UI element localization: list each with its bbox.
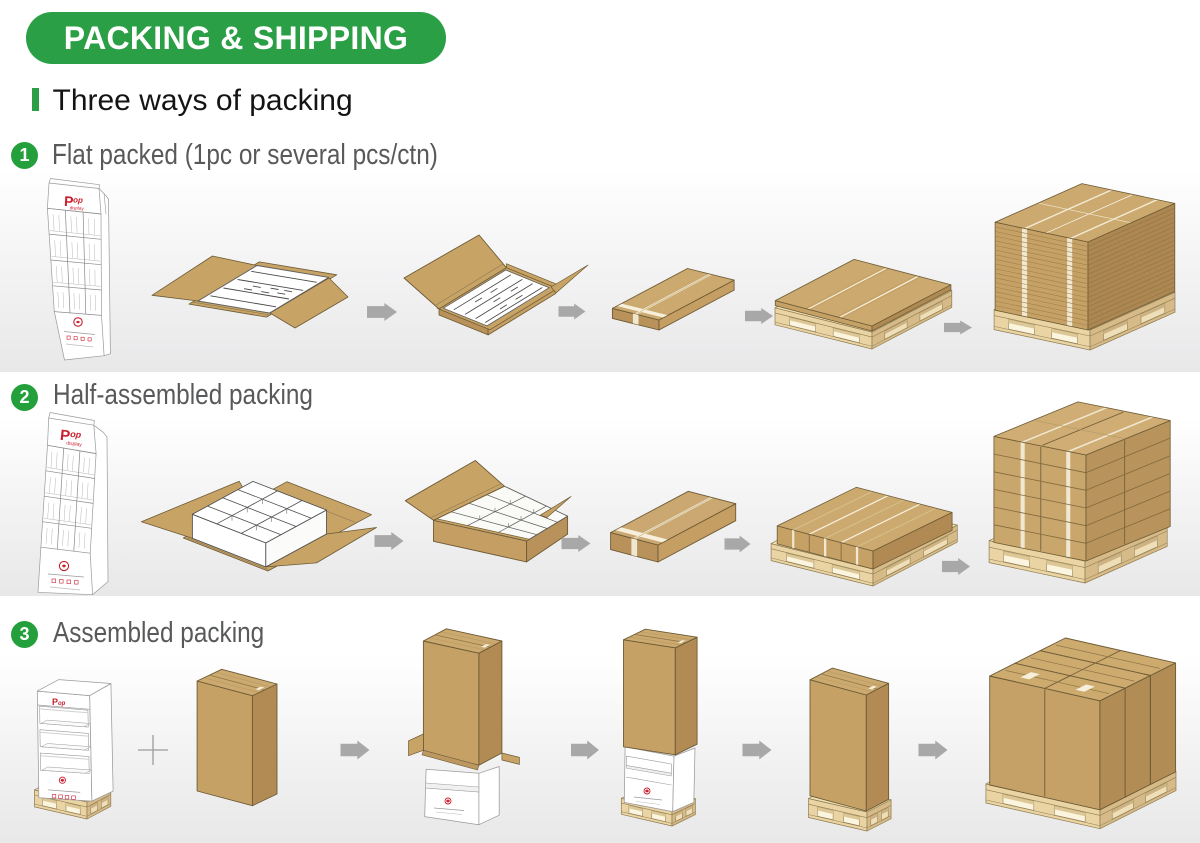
svg-text:display: display	[70, 205, 85, 211]
svg-text:display: display	[66, 441, 83, 449]
svg-text:P: P	[64, 193, 74, 209]
svg-text:op: op	[73, 195, 83, 205]
svg-text:P: P	[59, 427, 71, 445]
svg-text:Pop: Pop	[52, 697, 66, 707]
svg-text:op: op	[70, 429, 82, 440]
